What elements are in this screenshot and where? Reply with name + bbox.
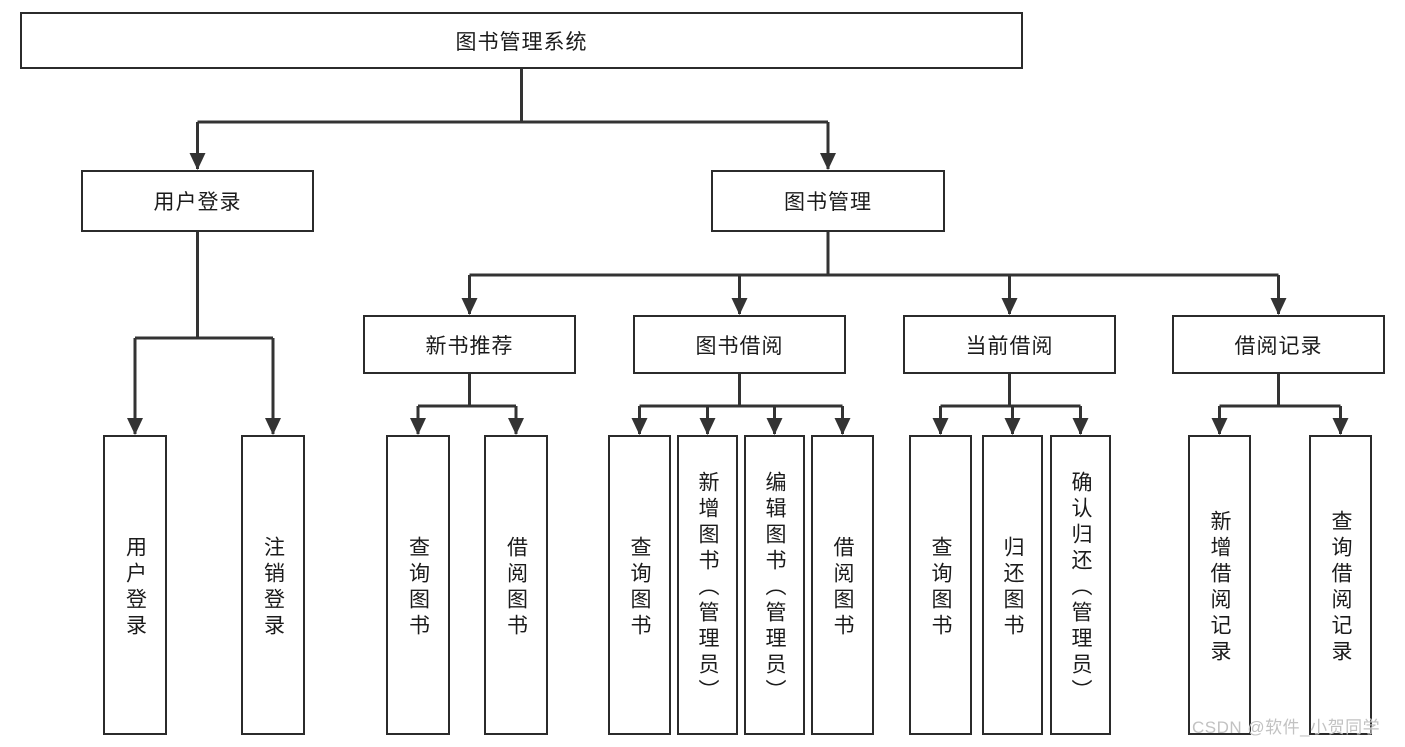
node-leaf-borrow-borrow-book[interactable]: 借阅图书	[811, 435, 874, 735]
node-leaf-rec-query-record[interactable]: 查询借阅记录	[1309, 435, 1372, 735]
node-book-manage[interactable]: 图书管理	[711, 170, 945, 232]
node-leaf-user-login[interactable]: 用户登录	[103, 435, 167, 735]
node-borrow-record[interactable]: 借阅记录	[1172, 315, 1385, 374]
node-label: 归还图书	[1001, 536, 1024, 640]
node-leaf-cur-query-book[interactable]: 查询图书	[909, 435, 972, 735]
node-leaf-rec-query-book[interactable]: 查询图书	[386, 435, 450, 735]
node-label: 图书管理系统	[455, 30, 588, 54]
node-label: 查询图书	[406, 536, 430, 640]
node-label: 查询图书	[929, 536, 952, 640]
node-book-borrow[interactable]: 图书借阅	[633, 315, 846, 374]
node-new-book-rec[interactable]: 新书推荐	[363, 315, 576, 374]
node-leaf-borrow-edit-book[interactable]: 编辑图书（管理员）	[744, 435, 805, 735]
node-label: 用户登录	[123, 536, 147, 640]
node-leaf-cur-return-book[interactable]: 归还图书	[982, 435, 1043, 735]
node-label: 借阅记录	[1234, 334, 1323, 358]
node-label: 查询图书	[628, 536, 651, 640]
node-leaf-user-logout[interactable]: 注销登录	[241, 435, 305, 735]
node-label: 查询借阅记录	[1329, 510, 1352, 666]
node-leaf-cur-confirm-return[interactable]: 确认归还（管理员）	[1050, 435, 1111, 735]
node-label: 注销登录	[261, 536, 285, 640]
node-label: 借阅图书	[504, 536, 528, 640]
node-label: 新增借阅记录	[1208, 510, 1231, 666]
node-current-borrow[interactable]: 当前借阅	[903, 315, 1116, 374]
node-label: 确认归还（管理员）	[1069, 471, 1092, 705]
node-label: 用户登录	[153, 191, 242, 214]
node-label: 新增图书（管理员）	[696, 471, 719, 705]
node-label: 图书管理	[784, 191, 872, 214]
node-root[interactable]: 图书管理系统	[20, 12, 1023, 69]
node-leaf-rec-add-record[interactable]: 新增借阅记录	[1188, 435, 1251, 735]
node-user-login[interactable]: 用户登录	[81, 170, 314, 232]
node-label: 借阅图书	[831, 536, 854, 640]
node-label: 编辑图书（管理员）	[763, 471, 786, 705]
node-label: 图书借阅	[695, 334, 784, 358]
node-leaf-borrow-add-book[interactable]: 新增图书（管理员）	[677, 435, 738, 735]
node-leaf-rec-borrow-book[interactable]: 借阅图书	[484, 435, 548, 735]
node-label: 新书推荐	[425, 334, 514, 358]
node-leaf-borrow-query-book[interactable]: 查询图书	[608, 435, 671, 735]
node-label: 当前借阅	[965, 334, 1054, 358]
watermark-label: CSDN @软件_小贺同学	[1192, 718, 1381, 737]
